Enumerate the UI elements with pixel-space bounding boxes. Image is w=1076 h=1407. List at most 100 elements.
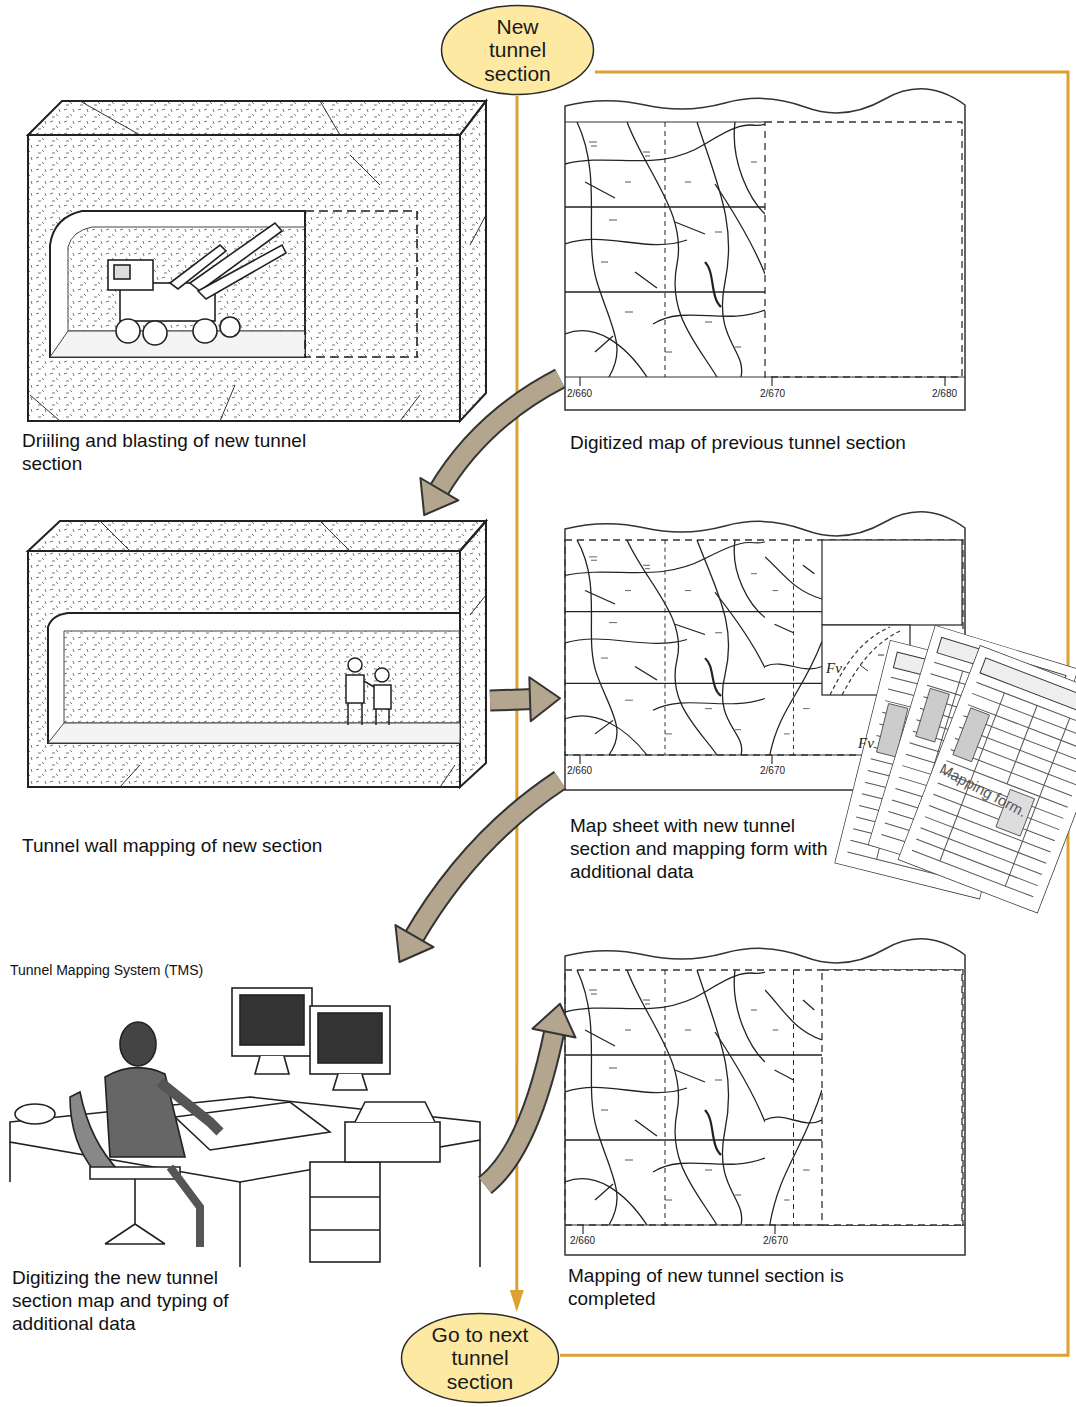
wall-mapping-illustration [100,521,486,787]
tms-illustration [105,1068,185,1157]
map-sheet [565,540,765,755]
drilling-illustration [28,101,486,135]
station-label: 2/670 [760,388,785,399]
flow-line [560,72,1068,1355]
wall-mapping-illustration [48,723,460,743]
map-sheet [565,122,965,377]
rock-code: Fv [858,735,874,752]
arrow-head [510,1290,524,1312]
panel-caption: Map sheet with new tunnel section and ma… [570,815,832,883]
wall-mapping-illustration [376,709,389,725]
oval-outline [442,6,594,95]
tms-illustration [318,1013,382,1063]
oval-outline [402,1314,559,1403]
map-sheet [565,89,965,410]
wall-mapping-illustration [375,668,389,682]
panel-caption: Digitized map of previous tunnel section [570,432,980,455]
map-sheet [580,755,772,764]
tms-illustration [255,1056,289,1074]
process-panel: Tunnel Mapping System (TMS) Digitizing th… [10,962,485,1347]
panel-caption: Driiling and blasting of new tunnel sect… [22,430,322,476]
panel-caption: Digitizing the new tunnel section map an… [12,1267,267,1335]
tms-illustration [333,1074,367,1090]
station-label: 2/660 [567,765,592,776]
map-sheet [860,655,884,671]
drilling-illustration [170,245,226,289]
wall-mapping-illustration [346,658,391,725]
drilling-illustration [305,211,417,357]
tms-illustration [232,988,312,1056]
process-arrow [395,780,560,962]
process-arrow [413,780,560,939]
wall-mapping-illustration [374,685,391,709]
wall-mapping-illustration [20,515,490,790]
process-arrow [490,699,534,700]
station-label: 2/660 [567,388,592,399]
map-sheet [765,540,822,755]
station-label: 2/660 [570,1235,595,1246]
process-arrow [490,699,534,700]
flow-line [560,72,1068,1355]
mapping-forms [898,645,1076,913]
flow-line [515,96,518,1292]
tms-illustration [10,988,480,1267]
map-sheet [565,970,963,1225]
tms-illustration [355,1102,435,1122]
arrow-head [395,925,433,962]
map-sheet [822,540,962,625]
process-arrow [420,379,560,515]
wall-mapping-illustration [348,658,362,672]
drilling-illustration [50,211,305,357]
tms-illustration [310,1162,380,1262]
process-panel: Tunnel wall mapping of new section [20,515,490,865]
arrow-head [529,677,560,721]
station-label: 2/670 [763,1235,788,1246]
drilling-illustration [30,101,486,421]
wall-mapping-illustration [460,521,486,787]
wall-mapping-illustration [346,675,364,703]
rock-code: Fv [826,660,842,677]
tms-illustration [15,1104,55,1124]
flow-line [510,96,524,1312]
map-sheet [765,970,822,1225]
tms-illustration [345,1122,440,1162]
process-arrow [490,677,560,721]
oval-text: New tunnel section [472,15,564,84]
wall-mapping-illustration [28,551,460,787]
tms-illustration [160,1082,220,1132]
drilling-illustration [220,317,240,337]
map-sheet [822,970,962,1225]
tms-illustration [105,1179,165,1244]
map-sheet [565,970,765,1225]
panel-caption: Mapping of new tunnel section is complet… [568,1265,898,1311]
map-sheet [580,377,945,386]
process-arrow [485,1004,576,1186]
start-oval: New tunnel section [440,4,595,96]
wall-mapping-illustration [348,703,362,725]
wall-mapping-illustration [64,631,460,723]
end-oval: Go to next tunnel section [400,1312,560,1404]
map-sheet [583,1225,775,1234]
tms-illustration [10,982,485,1267]
panel-caption: Tunnel wall mapping of new section [22,835,482,858]
process-arrow [485,1029,555,1185]
drilling-illustration [50,331,305,357]
process-arrow [413,780,560,939]
drilling-illustration [108,223,286,345]
process-arrow [437,379,560,493]
arrow-head [532,1004,575,1038]
wall-mapping-illustration [48,613,460,743]
station-label: 2/680 [932,388,957,399]
map-sheet [565,939,965,1255]
tms-illustration [120,1022,156,1066]
map-panel: Mapping of new tunnel section is complet… [560,940,980,1315]
drilling-illustration [460,101,486,421]
map-sheet [765,122,962,377]
panel-heading: Tunnel Mapping System (TMS) [10,962,310,979]
drilling-illustration [20,95,490,425]
wall-mapping-illustration [28,521,486,551]
wall-mapping-illustration [364,681,374,687]
oval-text: Go to next tunnel section [424,1323,536,1392]
map-sheet [565,122,765,377]
